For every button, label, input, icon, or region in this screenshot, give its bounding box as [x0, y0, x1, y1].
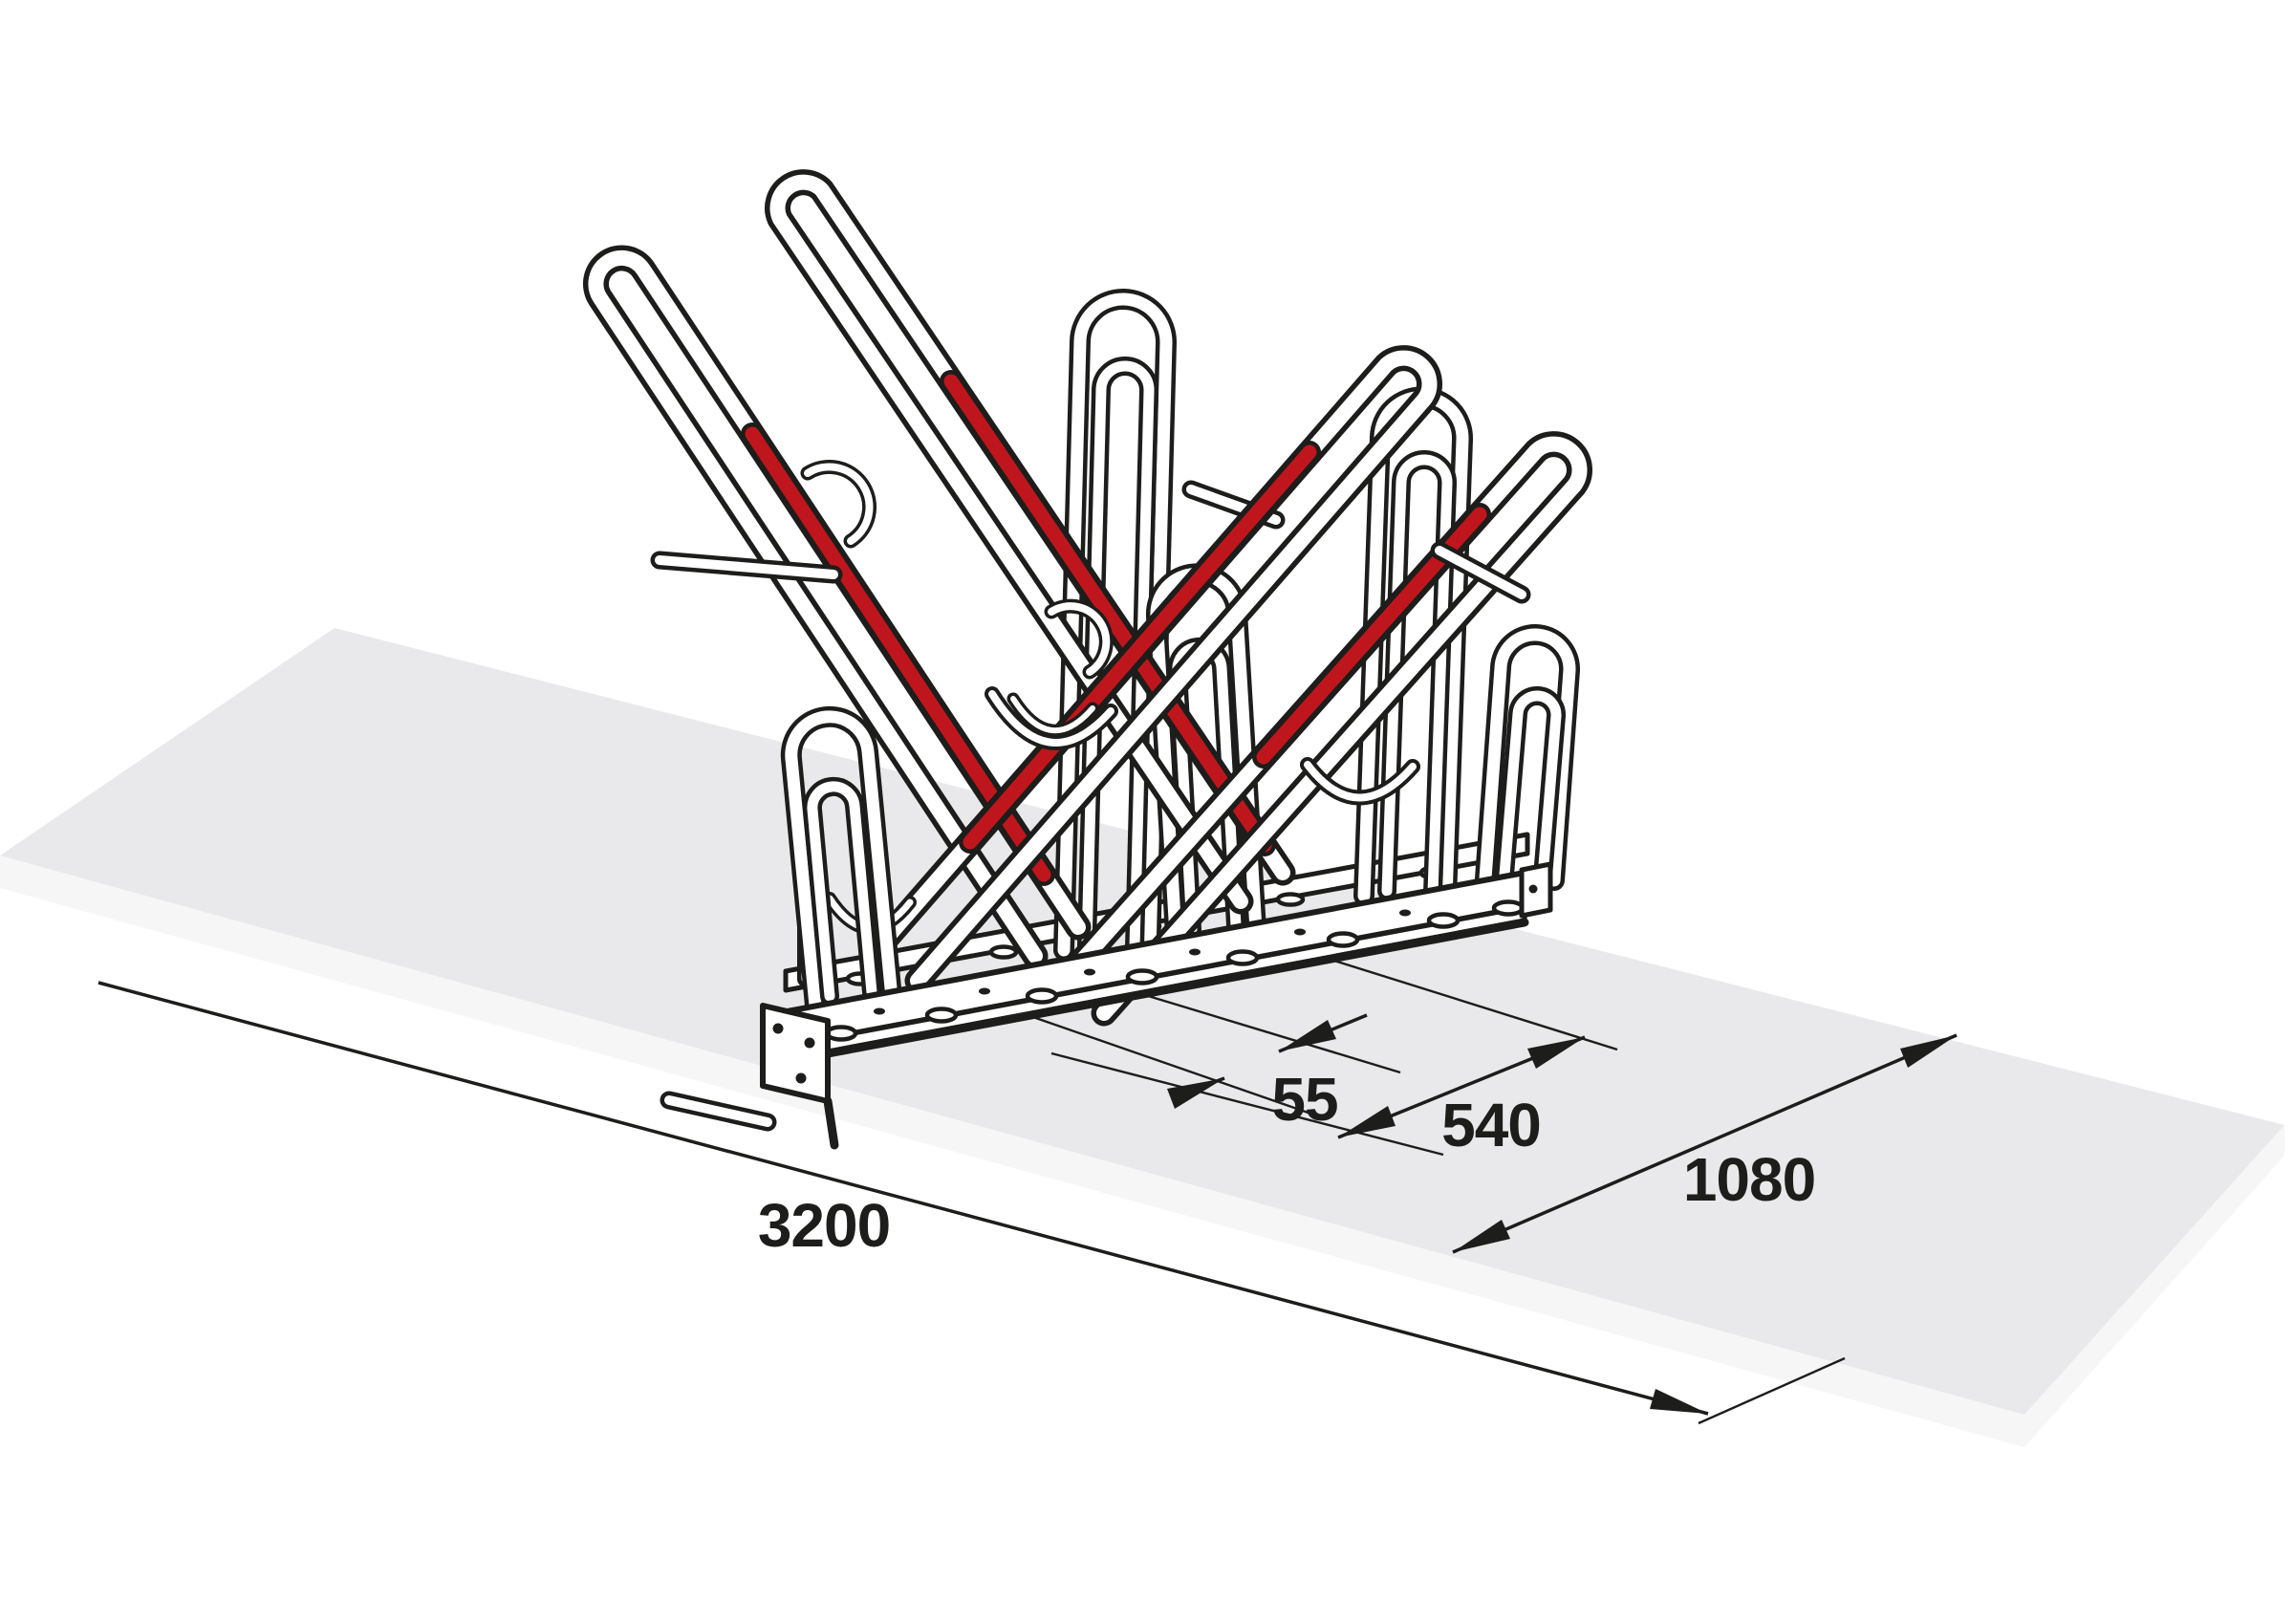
arrowhead	[1453, 1220, 1510, 1252]
foot-flange	[1491, 899, 1526, 917]
foot-flange	[924, 1007, 959, 1024]
dimension-55: 55	[1167, 1013, 1368, 1134]
arrowhead	[1338, 1106, 1396, 1137]
extension-line-2	[1103, 981, 1401, 1074]
cross-pin-fill	[664, 1095, 772, 1127]
lean-frame-fill	[769, 174, 1290, 909]
lean-frame-fill	[588, 249, 1086, 964]
right-end-plate	[1519, 861, 1553, 919]
lock-clip-fill	[804, 463, 874, 545]
arrowhead	[1900, 1035, 1957, 1068]
cross-pin-fill	[1435, 546, 1526, 599]
concrete-pad	[0, 628, 2284, 1447]
rail-slot	[1294, 928, 1306, 936]
wheel-trough-fill	[988, 690, 1115, 747]
lean-frame-fill	[872, 350, 1438, 988]
foot-flange	[988, 944, 1019, 960]
arrowhead	[1167, 1078, 1224, 1109]
pad-right-face	[2024, 1125, 2284, 1447]
bolt-hole	[795, 1072, 807, 1084]
foot-flange	[1125, 968, 1159, 985]
rail-slot	[874, 1007, 885, 1015]
pad-top-face	[0, 628, 2284, 1415]
wheel-holder-inner-fill	[1381, 454, 1453, 899]
bolt-hole	[1528, 884, 1538, 894]
foot-flange	[1225, 949, 1260, 966]
bolt-hole	[804, 1037, 815, 1049]
wheel-trough-fill	[1304, 761, 1417, 802]
lock-clip-fill	[1048, 602, 1111, 676]
left-end-plate	[760, 1003, 839, 1150]
wheel-holder-fill	[1479, 628, 1576, 887]
wheel-holder-inner-fill	[1081, 360, 1155, 953]
rail-slot	[1189, 948, 1201, 956]
arrowhead	[1279, 1020, 1336, 1051]
wheel-holder-fill	[785, 710, 898, 1012]
dimension-label-1080: 1080	[1683, 1145, 1815, 1214]
wheel-holder-fill	[1057, 292, 1173, 959]
dimension-label-55: 55	[1271, 1065, 1337, 1134]
arrowhead	[1527, 1037, 1585, 1069]
foot-flange	[1025, 987, 1059, 1005]
extension-line-3	[1050, 1051, 1444, 1157]
foot-flange	[1326, 931, 1360, 948]
wheel-holder-inner-fill	[1499, 690, 1562, 882]
wheel-trough-fill	[1010, 696, 1095, 734]
foot-flange	[1426, 912, 1461, 929]
bolt-hole	[772, 1023, 784, 1034]
extension-line-1	[1027, 1013, 1320, 1118]
front-rail-shadow	[772, 918, 1529, 1068]
dimension-540: 540	[1337, 1035, 1586, 1159]
wheel-holder-inner-fill	[807, 781, 877, 1002]
red-band	[963, 444, 1317, 850]
arrowhead	[1650, 1389, 1708, 1414]
pad-front-face	[0, 855, 2024, 1447]
cross-pin-fill	[655, 555, 838, 579]
dimension-1080: 1080	[1452, 1033, 1958, 1254]
foot-flange	[824, 1025, 858, 1042]
dimension-label-3200: 3200	[758, 1191, 890, 1260]
lean-frame-fill	[1058, 436, 1588, 1021]
red-band	[943, 374, 1272, 853]
dimension-3200: 3200	[97, 981, 1709, 1416]
rail-slot	[1084, 968, 1095, 976]
extension-line-4	[1318, 954, 1618, 1051]
rail-slot	[1399, 909, 1411, 917]
extension-line-5	[1698, 1356, 1846, 1425]
dimension-label-540: 540	[1441, 1091, 1541, 1159]
foot-flange	[1275, 892, 1306, 907]
bike-rack	[582, 169, 1592, 1150]
rail-slot	[979, 987, 990, 995]
dimensions: 3200 1080 540 55	[97, 954, 1958, 1425]
